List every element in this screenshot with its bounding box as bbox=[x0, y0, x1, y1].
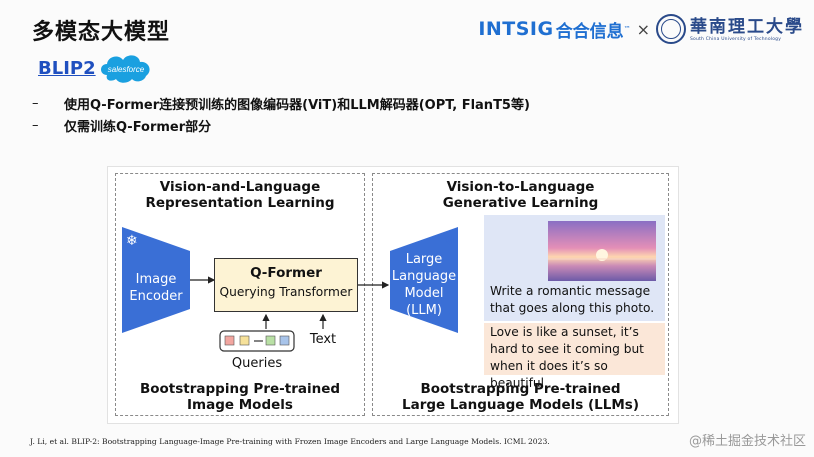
bullet-list: – 使用Q-Former连接预训练的图像编码器(ViT)和LLM解码器(OPT,… bbox=[32, 92, 530, 136]
text-label: Text bbox=[309, 332, 337, 347]
intsig-logo-text: INTSIG bbox=[478, 18, 554, 40]
queries-label: Queries bbox=[231, 356, 283, 371]
trademark-mark: ™ bbox=[623, 25, 631, 33]
salesforce-label: salesforce bbox=[108, 65, 145, 74]
snowflake-icon: ❄ bbox=[126, 233, 138, 249]
watermark: @稀土掘金技术社区 bbox=[688, 434, 806, 449]
query-token-red bbox=[224, 335, 235, 346]
qformer-box: Q-Former Querying Transformer bbox=[214, 258, 358, 312]
llm-trapezoid bbox=[390, 227, 458, 333]
query-token-green bbox=[265, 335, 276, 346]
bullet-item: – 使用Q-Former连接预训练的图像编码器(ViT)和LLM解码器(OPT,… bbox=[32, 95, 530, 113]
stage1-dashed-box bbox=[115, 173, 365, 416]
stage2-dashed-box bbox=[372, 173, 669, 416]
sun bbox=[596, 249, 608, 261]
diagram-shapes bbox=[122, 215, 665, 375]
bullet-text: 使用Q-Former连接预训练的图像编码器(ViT)和LLM解码器(OPT, F… bbox=[64, 97, 530, 113]
bullet-text: 仅需训练Q-Former部分 bbox=[64, 119, 212, 135]
scut-seal-icon bbox=[656, 14, 686, 44]
slide-title: 多模态大模型 bbox=[32, 20, 171, 45]
header-logos: INTSIG 合合信息 ™ × 華南理工大學 South China Unive… bbox=[478, 12, 804, 46]
image-encoder-trapezoid bbox=[122, 227, 190, 333]
query-token-yellow bbox=[239, 335, 250, 346]
collab-times: × bbox=[636, 19, 650, 39]
section-heading: BLIP2 bbox=[38, 58, 96, 79]
bullet-item: – 仅需训练Q-Former部分 bbox=[32, 117, 212, 135]
scut-name-cn: 華南理工大學 bbox=[690, 16, 804, 37]
scut-name-en: South China University of Technology bbox=[690, 36, 782, 42]
reference-citation: J. Li, et al. BLIP-2: Bootstrapping Lang… bbox=[30, 437, 550, 446]
scut-logo: 華南理工大學 South China University of Technol… bbox=[690, 17, 804, 42]
intsig-logo-cn: 合合信息 bbox=[555, 21, 624, 42]
query-token-blue bbox=[279, 335, 290, 346]
salesforce-logo-icon: salesforce bbox=[101, 55, 150, 83]
answer-bubble-bg bbox=[484, 323, 665, 375]
snowflake-icon: ❄ bbox=[444, 233, 456, 249]
